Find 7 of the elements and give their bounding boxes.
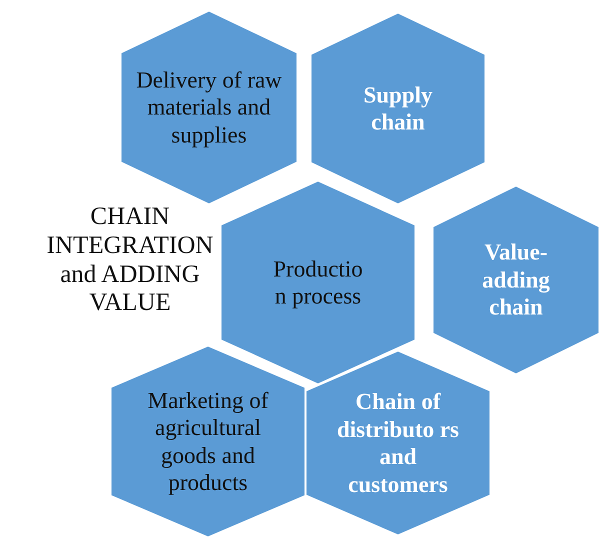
diagram-heading: CHAIN INTEGRATION and ADDING VALUE — [46, 203, 214, 318]
hexagon-label: Productio n process — [272, 254, 364, 310]
hexagon-label: Marketing of agricultural goods and products — [146, 386, 270, 497]
hexagon-label: Supply chain — [362, 80, 434, 136]
hexagon-label: Delivery of raw materials and supplies — [135, 66, 283, 149]
hexagon-label: Chain of distributo rs and customers — [336, 388, 460, 498]
hexagon-label: Value-adding chain — [481, 238, 551, 322]
